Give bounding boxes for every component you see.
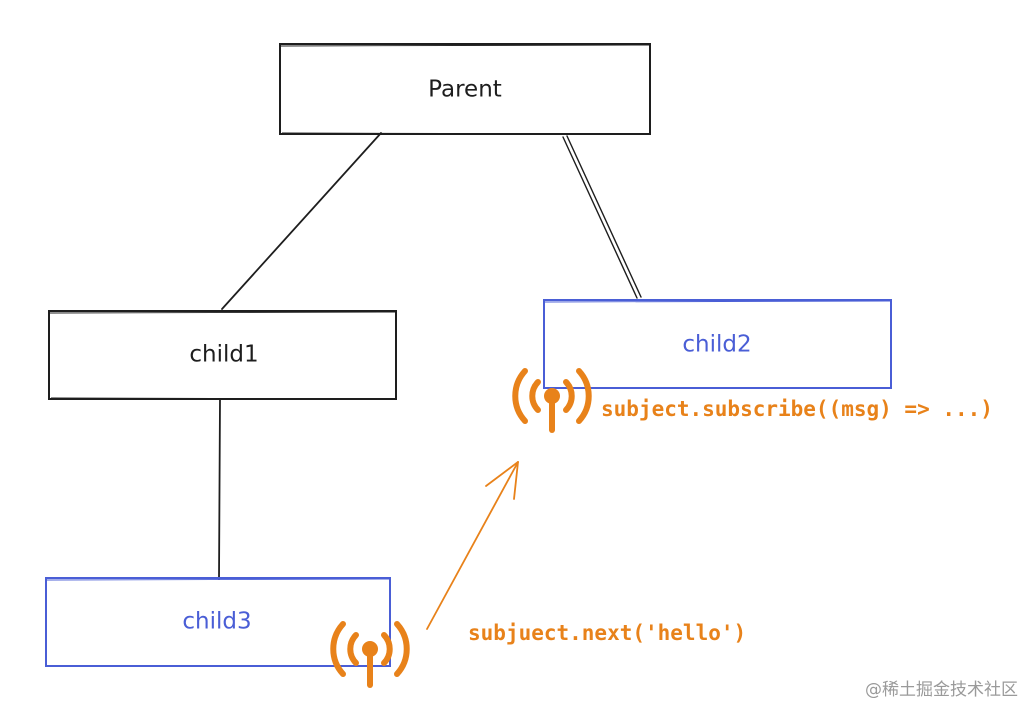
node-parent-box <box>279 43 651 135</box>
connectors <box>218 132 642 580</box>
connector-child1-child3 <box>218 398 221 580</box>
node-child2-label: child2 <box>682 332 751 358</box>
node-child1-box <box>48 310 397 400</box>
node-parent-label: Parent <box>428 77 502 103</box>
node-child1-label: child1 <box>189 342 258 368</box>
message-arrow <box>426 461 519 630</box>
node-child3-label: child3 <box>182 609 251 635</box>
next-annotation: subjuect.next('hello') <box>468 621 746 645</box>
node-child3: child3 <box>45 577 391 667</box>
watermark: @稀土掘金技术社区 <box>865 680 1018 700</box>
node-child3-box <box>45 577 391 667</box>
node-child1: child1 <box>48 310 397 400</box>
node-parent: Parent <box>279 43 651 135</box>
broadcast-antenna-icon <box>512 368 592 433</box>
node-child2-box <box>543 299 892 389</box>
subscribe-annotation: subject.subscribe((msg) => ...) <box>601 397 993 421</box>
connector-parent-child1 <box>221 132 382 310</box>
connector-parent-child2 <box>562 135 642 299</box>
node-child2: child2 <box>543 299 892 389</box>
broadcast-antenna-icon <box>330 621 410 688</box>
